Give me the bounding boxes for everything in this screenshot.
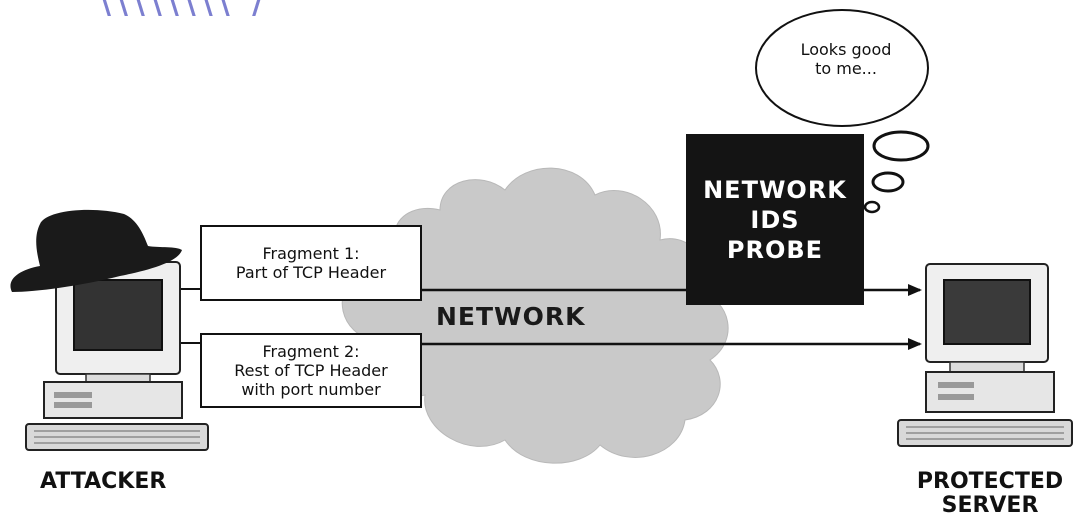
thought-bubble-text: Looks good to me...	[786, 40, 906, 78]
probe-line-2: IDS	[750, 205, 800, 234]
fragment-2-box: Fragment 2: Rest of TCP Header with port…	[200, 333, 422, 408]
server-computer-icon	[897, 263, 1073, 447]
fragment-1-desc: Part of TCP Header	[235, 263, 387, 282]
thought-bubble-icon	[755, 9, 930, 214]
server-caption-line-1: PROTECTED	[916, 469, 1064, 494]
fragment-1-box: Fragment 1: Part of TCP Header	[200, 225, 422, 301]
fragment-2-title: Fragment 2:	[262, 342, 360, 361]
probe-line-3: PROBE	[726, 235, 824, 264]
network-ids-probe: NETWORK IDS PROBE	[686, 134, 864, 305]
attacker-computer-icon	[25, 261, 209, 451]
probe-line-1: NETWORK	[703, 175, 847, 204]
server-caption-line-2: SERVER	[941, 493, 1039, 518]
fedora-hat-icon	[10, 209, 182, 292]
attacker-caption: ATTACKER	[40, 469, 167, 494]
thought-line-1: Looks good	[800, 40, 892, 59]
thought-line-2: to me...	[815, 59, 877, 78]
fragment-1-title: Fragment 1:	[262, 244, 360, 263]
network-label: NETWORK	[436, 302, 586, 331]
top-logo-fragment: \\\\\\\\ /	[100, 0, 270, 21]
fragment-2-desc-1: Rest of TCP Header	[234, 361, 388, 380]
server-caption: PROTECTED SERVER	[910, 470, 1070, 518]
fragment-2-desc-2: with port number	[241, 380, 381, 399]
